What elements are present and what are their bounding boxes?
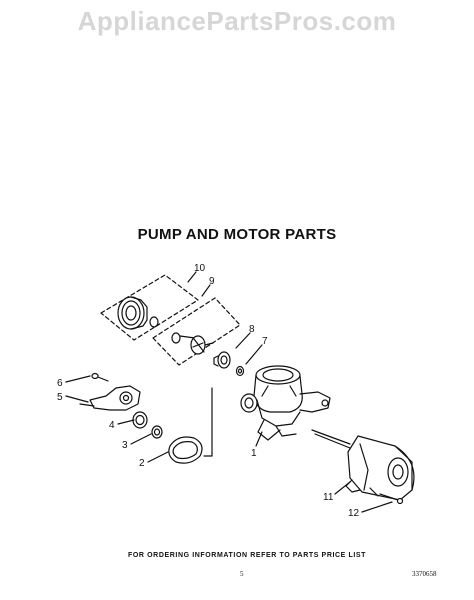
- leader-line-9: [201, 284, 211, 297]
- leader-line-11: [334, 481, 351, 495]
- impeller-icon: [171, 332, 214, 355]
- washer-icon: [235, 365, 245, 377]
- leader-line-6: [65, 375, 91, 383]
- document-number: 3370658: [412, 570, 437, 578]
- pulley-icon: [117, 296, 159, 330]
- callout-2: 2: [139, 458, 145, 469]
- callout-9: 9: [209, 276, 215, 287]
- callout-8: 8: [249, 324, 255, 335]
- seal-icon: [213, 351, 231, 369]
- o-ring-icon: [168, 436, 203, 464]
- screw-icon: [379, 493, 404, 505]
- callout-10: 10: [194, 263, 206, 274]
- leader-line-4: [117, 419, 135, 425]
- callout-4: 4: [109, 420, 115, 431]
- group-outline-10: [100, 274, 199, 341]
- callout-3: 3: [122, 440, 128, 451]
- callout-1: 1: [251, 448, 257, 459]
- watermark-text: AppliancePartsPros.com: [77, 6, 397, 36]
- leader-line-10: [187, 271, 197, 283]
- ring-icon: [151, 425, 163, 439]
- leader-line-8: [235, 332, 251, 349]
- page-number: 5: [240, 570, 244, 578]
- gasket-seal-icon: [132, 411, 148, 429]
- leader-line-2: [147, 451, 169, 463]
- pump-cover-icon: [79, 385, 141, 411]
- callout-5: 5: [57, 392, 63, 403]
- leader-line-5: [65, 395, 89, 403]
- callout-12: 12: [348, 508, 360, 519]
- leader-line-3: [130, 433, 152, 445]
- diagram-title: PUMP AND MOTOR PARTS: [137, 226, 337, 243]
- callout-6: 6: [57, 378, 63, 389]
- leader-line-7: [245, 344, 263, 365]
- small-screw-icon: [91, 372, 109, 382]
- assembly-centerline: [203, 387, 213, 457]
- callout-11: 11: [323, 492, 334, 503]
- motor-icon: [311, 429, 415, 501]
- pump-housing-icon: [240, 365, 331, 441]
- ordering-note: FOR ORDERING INFORMATION REFER TO PARTS …: [128, 552, 367, 559]
- leader-line-12: [361, 501, 393, 513]
- group-outline-9: [152, 297, 241, 366]
- leader-line-1: [255, 431, 263, 447]
- callout-7: 7: [262, 336, 268, 347]
